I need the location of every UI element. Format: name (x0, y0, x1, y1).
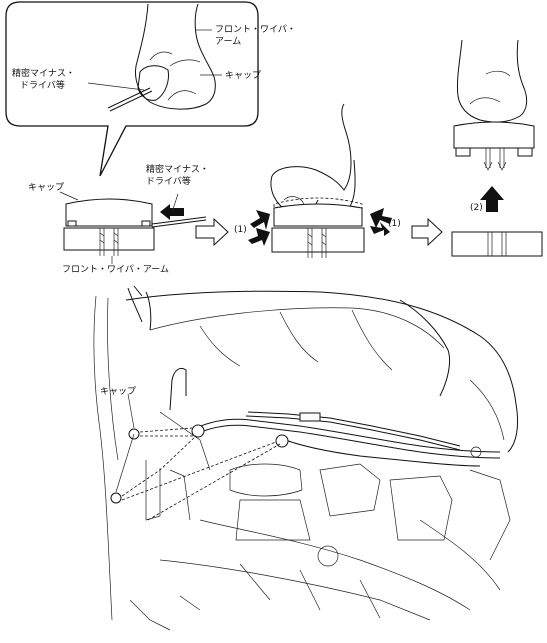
wiper-arm-base-step3 (451, 231, 543, 257)
wiper-blade (247, 411, 461, 447)
pull-arrow-right-down (370, 222, 390, 236)
vehicle-illustration: キャップ (93, 285, 519, 631)
pivot-left (191, 424, 205, 438)
wiper-arm-base-step1 (63, 227, 155, 251)
hand-step3 (457, 39, 528, 123)
label-cap-step1: キャップ (28, 182, 64, 193)
label-front-wiper-arm-line1: フロント・ワイパ・ (215, 24, 296, 35)
cap-tab-left (67, 220, 77, 227)
cap-vehicle-lower (110, 492, 122, 504)
cap-callout (137, 65, 169, 101)
next-arrow-2 (411, 217, 443, 247)
hood (125, 290, 519, 453)
label-front-wiper-arm-step1: フロント・ワイパ・アーム (62, 264, 169, 275)
hand-step2 (271, 103, 356, 211)
lift-arrow-up (480, 186, 504, 212)
pivot-right (275, 434, 289, 448)
marker-1-left: (1) (234, 225, 247, 235)
pull-arrow-right-up (370, 208, 392, 228)
label-cap-vehicle: キャップ (100, 386, 136, 397)
cap-clip-right (517, 147, 533, 157)
marker-2: (2) (470, 203, 483, 213)
blade-clip (299, 412, 321, 422)
wiper-arm-base-step2 (271, 227, 365, 253)
cap-step3 (453, 121, 535, 149)
wiper-arm (195, 418, 501, 453)
label-screwdriver-step1-line2: ドライバ等 (146, 175, 191, 187)
cap-tab-right (141, 220, 151, 227)
finger-illustration (135, 3, 216, 110)
cap-step2 (273, 203, 363, 227)
step2-illustration: (1) (1) (234, 103, 401, 258)
marker-1-right: (1) (388, 219, 401, 229)
label-cap-callout: キャップ (225, 70, 261, 81)
pull-arrow-left-up (250, 210, 270, 230)
label-front-wiper-arm-line2: アーム (215, 36, 241, 47)
step1-illustration: キャップ 精密マイナス・ ドライバ等 フロント・ワイパ・アーム (28, 163, 209, 275)
pull-arrow-left-down (248, 228, 270, 246)
cap-clip-left (455, 147, 471, 157)
screwdriver-step1 (151, 216, 207, 228)
next-arrow-1 (195, 217, 229, 247)
step3-illustration: (2) (451, 39, 543, 257)
callout-bubble: フロント・ワイパ・ アーム キャップ 精密マイナス・ ドライバ等 (5, 1, 296, 177)
cap-step1 (65, 198, 153, 227)
label-screwdriver-line2: ドライバ等 (20, 79, 65, 91)
label-screwdriver-line1: 精密マイナス・ (12, 67, 75, 79)
label-screwdriver-step1-line1: 精密マイナス・ (146, 163, 209, 175)
screwdriver-callout (107, 87, 153, 112)
